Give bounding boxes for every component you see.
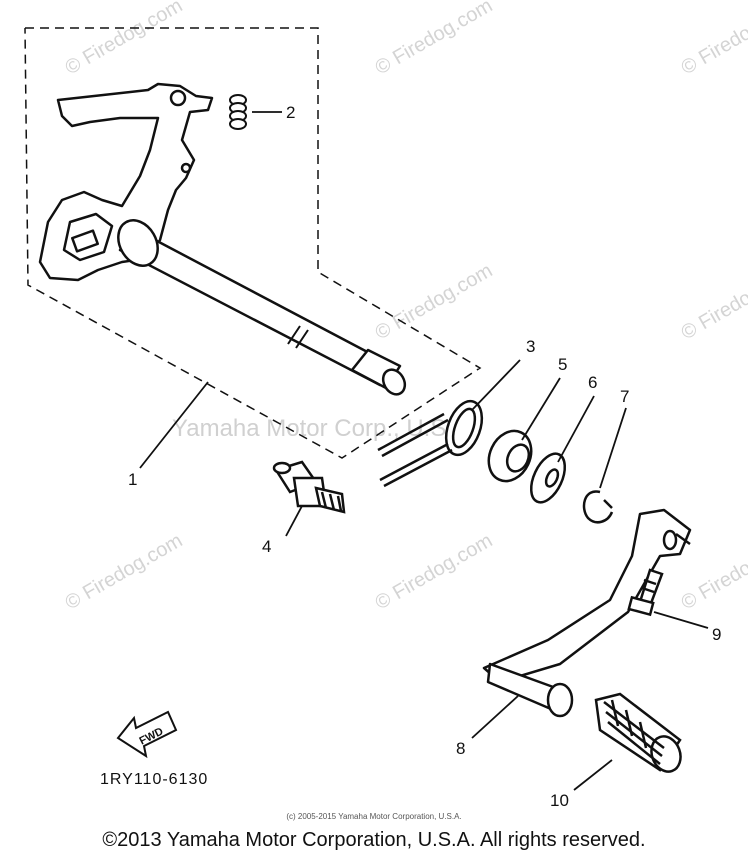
leader-lines — [139, 111, 709, 791]
watermark-text: © Firedog.com — [372, 530, 497, 615]
washer-part — [529, 452, 567, 504]
callout-6: 6 — [588, 373, 597, 392]
watermark-text: © Firedog.com — [678, 0, 748, 79]
spring-part — [229, 94, 247, 130]
assembly-boundary — [24, 27, 482, 459]
pivot-bolt-part — [272, 460, 346, 514]
torsion-spring-part — [377, 399, 484, 488]
pedal-bolt-part — [627, 568, 664, 617]
callout-3: 3 — [526, 337, 535, 356]
callouts: 1 2 3 4 5 6 7 8 9 10 — [128, 103, 721, 810]
shift-pedal-part — [482, 508, 692, 718]
callout-1: 1 — [128, 470, 137, 489]
callout-8: 8 — [456, 739, 465, 758]
small-copyright: (c) 2005-2015 Yamaha Motor Corporation, … — [286, 812, 462, 821]
callout-2: 2 — [286, 103, 295, 122]
watermark-text: © Firedog.com — [372, 0, 497, 79]
callout-9: 9 — [712, 625, 721, 644]
shift-shaft-assembly — [38, 82, 407, 396]
watermark-text: © Firedog.com — [62, 0, 187, 79]
watermark-center-text: Yamaha Motor Corp., U.S.A — [172, 415, 469, 442]
circlip-part — [582, 490, 614, 524]
pedal-rubber-part — [594, 692, 682, 773]
callout-5: 5 — [558, 355, 567, 374]
callout-10: 10 — [550, 791, 569, 810]
main-copyright: ©2013 Yamaha Motor Corporation, U.S.A. A… — [102, 829, 646, 851]
watermark-text: © Firedog.com — [372, 260, 497, 345]
forward-arrow-icon: FWD — [116, 710, 178, 759]
watermark-text: © Firedog.com — [62, 530, 187, 615]
oil-seal-part — [487, 429, 533, 483]
callout-4: 4 — [262, 537, 271, 556]
watermark-text: © Firedog.com — [678, 260, 748, 345]
diagram-part-code: 1RY110-6130 — [100, 771, 208, 788]
callout-7: 7 — [620, 387, 629, 406]
